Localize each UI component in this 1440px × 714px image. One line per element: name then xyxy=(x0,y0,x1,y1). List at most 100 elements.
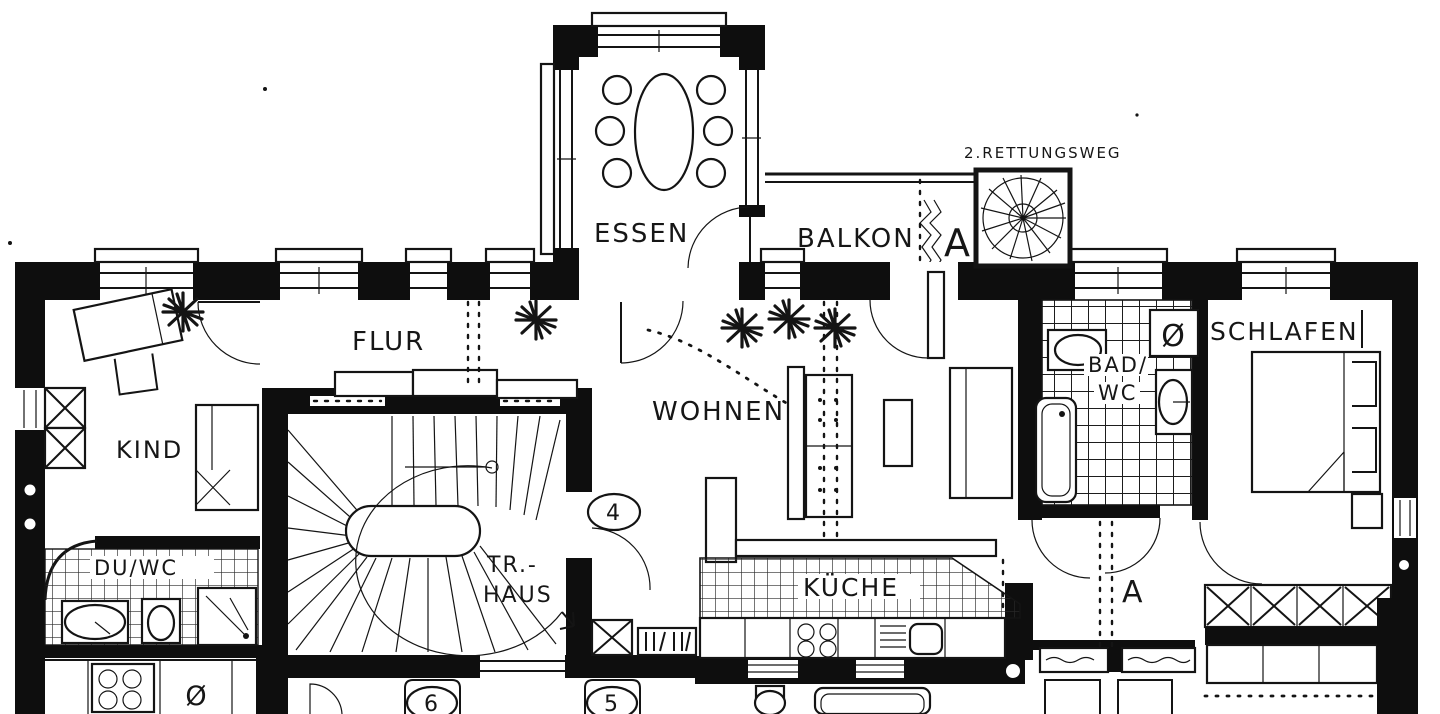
blanket-fold xyxy=(1307,451,1345,493)
cabinet-row xyxy=(1205,643,1379,685)
door-arc xyxy=(1199,521,1263,585)
room-label-trhaus-1: TR.- xyxy=(486,553,538,578)
window xyxy=(539,62,579,256)
cooktop xyxy=(90,662,156,714)
door-arc xyxy=(1031,519,1091,579)
room-kueche: KÜCHE xyxy=(698,476,1021,660)
stair-eye xyxy=(344,504,482,558)
walk-line xyxy=(355,465,563,657)
bed xyxy=(72,287,184,363)
toilet xyxy=(1154,368,1194,436)
window xyxy=(590,11,728,55)
double-bed xyxy=(1250,350,1382,494)
shower xyxy=(196,586,258,647)
room-label-flur: FLUR xyxy=(352,327,425,357)
room-label-balkon: BALKON xyxy=(797,224,915,254)
stairwell: TR.- HAUS xyxy=(287,368,579,657)
section-marker-a-hall: A xyxy=(1122,575,1145,610)
bottom-walls xyxy=(285,640,1195,684)
chair xyxy=(695,74,727,106)
sideboard xyxy=(495,378,579,400)
shoe-cabinet xyxy=(1038,646,1110,674)
chair xyxy=(695,157,727,189)
balcony-door xyxy=(869,262,958,360)
balcony: BALKON A xyxy=(765,172,977,271)
shoe-cabinet xyxy=(1120,646,1197,674)
room-bad-wc: Ø BAD/ WC xyxy=(1034,299,1200,506)
wardrobe-x-row xyxy=(1203,583,1393,629)
door-arc xyxy=(197,301,261,365)
shaft-symbol: Ø xyxy=(1161,319,1187,354)
walk-line-start xyxy=(485,460,499,474)
single-bed xyxy=(194,403,260,512)
ceiling-lamp-icon xyxy=(161,291,205,333)
window xyxy=(404,247,453,300)
side-table xyxy=(882,398,914,468)
room-wohnen: WOHNEN xyxy=(620,178,1014,542)
door-arc xyxy=(309,683,343,714)
neighbour-kitchen: Ø xyxy=(45,659,256,714)
wardrobe-x xyxy=(43,386,87,470)
toilet xyxy=(140,597,182,645)
shaft-x xyxy=(590,618,634,657)
washbasin xyxy=(60,599,130,645)
door-number-5: 5 xyxy=(604,692,620,714)
neighbour-bathtub xyxy=(813,686,932,714)
section-cut-mark xyxy=(919,199,932,271)
room-flur: FLUR xyxy=(352,299,558,392)
entry-hall: 4 xyxy=(586,492,698,657)
door-arc xyxy=(1104,517,1161,574)
door-arc xyxy=(687,206,751,269)
window xyxy=(748,660,798,678)
nightstand xyxy=(1350,492,1384,530)
hall-a: A xyxy=(1031,517,1263,714)
bottom-edge: 6 5 xyxy=(309,679,932,714)
shaft-symbol: Ø xyxy=(185,681,208,712)
essen-annex: ESSEN xyxy=(539,11,765,300)
walk-line-arrow xyxy=(559,611,575,630)
door-number-6: 6 xyxy=(424,692,440,714)
sideboard xyxy=(333,370,415,398)
section-marker-a-top: A xyxy=(944,221,972,265)
window xyxy=(484,247,536,300)
ceiling-lamp-icon xyxy=(813,307,857,349)
frame xyxy=(1044,679,1101,714)
room-label-wohnen: WOHNEN xyxy=(652,397,785,427)
window xyxy=(1068,247,1169,300)
room-kind: KIND xyxy=(43,287,261,512)
room-schlafen: SCHLAFEN xyxy=(1203,310,1418,714)
room-label-bad-1: BAD/ xyxy=(1088,353,1148,377)
cooktop xyxy=(797,623,837,658)
scan-specks xyxy=(8,87,1139,245)
window xyxy=(1235,247,1337,300)
flat-door-6: 6 xyxy=(404,679,461,714)
pillow xyxy=(1352,427,1377,473)
frame xyxy=(1117,679,1173,714)
chair xyxy=(601,74,633,106)
counter xyxy=(698,616,1007,660)
window xyxy=(759,247,806,300)
room-label-kueche: KÜCHE xyxy=(803,573,899,602)
sideboard xyxy=(411,368,499,398)
door-number-4: 4 xyxy=(606,501,622,526)
room-label-trhaus-2: HAUS xyxy=(483,583,553,608)
pillow xyxy=(1352,361,1377,407)
room-label-du-wc: DU/WC xyxy=(94,556,178,580)
top-windows xyxy=(93,247,1337,300)
window xyxy=(739,70,765,205)
sink-basin xyxy=(908,622,944,656)
coat-rack xyxy=(636,626,698,657)
chair xyxy=(594,115,626,147)
sideboard xyxy=(948,366,1014,500)
stair-treads xyxy=(287,415,561,653)
ceiling-lamp-icon xyxy=(720,307,764,349)
desk xyxy=(113,353,159,396)
section-cut-mark xyxy=(929,199,942,271)
chair xyxy=(702,115,734,147)
flat-door-4: 4 xyxy=(586,492,651,591)
room-label-kind: KIND xyxy=(116,436,183,464)
sofa xyxy=(786,365,854,521)
neighbour-wc xyxy=(753,684,787,714)
room-du-wc: DU/WC Ø xyxy=(44,548,259,714)
dining-table xyxy=(594,72,734,192)
